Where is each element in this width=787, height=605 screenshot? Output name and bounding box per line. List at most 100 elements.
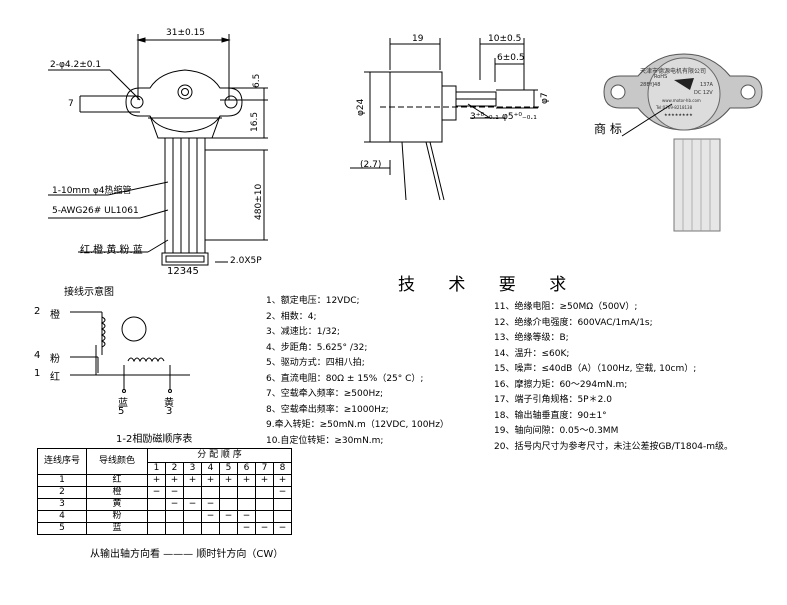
step-cell: [273, 510, 292, 523]
spec-item: 11、绝缘电阻：≥50MΩ（500V）;: [494, 302, 638, 312]
spec-item: 17、端子引角规格：5P＊2.0: [494, 395, 612, 405]
wiring-diagram: [70, 311, 190, 393]
seq-cell: 5: [37, 522, 87, 535]
spec-item: 8、空载牵出频率：≥1000Hz;: [266, 404, 389, 415]
step-cell: [273, 498, 292, 511]
dim-2-7: (2.7): [360, 160, 382, 170]
color-cell: 黄: [86, 498, 148, 511]
yellow-label: 黄: [164, 398, 174, 409]
step-cell: −: [183, 498, 202, 511]
color-cell: 粉: [86, 510, 148, 523]
step-cell: [183, 486, 202, 499]
spec-item: 20、括号内尺寸为参考尺寸，未注公差按GB/T1804-m级。: [494, 441, 734, 452]
color-cell: 红: [86, 474, 148, 487]
dim-6-5: 6.5: [252, 73, 262, 88]
spec-item: 6、直流电阻：80Ω ± 15%（25° C）;: [266, 373, 424, 384]
step-cell: −: [165, 498, 184, 511]
wiring-title: 接线示意图: [64, 287, 114, 298]
spec-item: 12、绝缘介电强度：600VAC/1mA/1s;: [494, 317, 653, 328]
step-cell: [165, 522, 184, 535]
photo-website: www.motor-hb.com: [662, 98, 701, 103]
pin4-color: 粉: [50, 354, 60, 365]
step-header: 8: [273, 462, 292, 475]
spec-item: 13、绝缘等级：B;: [494, 333, 569, 343]
dim-3: 3⁺⁰₋₀.₁: [470, 112, 499, 122]
spec-item: 10.自定位转矩：≥30mN.m;: [266, 435, 384, 446]
step-cell: [237, 498, 256, 511]
step-cell: +: [147, 474, 166, 487]
dim-7: 7: [68, 99, 74, 109]
pin1-num: 1: [34, 368, 41, 379]
pin-numbers: 12345: [167, 266, 199, 277]
photo-brand: 天津市德源电机有限公司: [640, 68, 707, 75]
photo-tel: Tel:0769-8218138: [656, 105, 693, 110]
step-cell: +: [201, 474, 220, 487]
spec-title: 技 术 要 求: [398, 275, 581, 295]
spec-item: 15、噪声：≤40dB（A）（100Hz, 空载, 10cm）;: [494, 364, 697, 374]
step-cell: −: [219, 510, 238, 523]
step-cell: −: [165, 486, 184, 499]
photo-voltage: DC 12V: [694, 90, 713, 96]
spec-item: 7、空载牵入频率：≥500Hz;: [266, 389, 383, 399]
step-header: 4: [201, 462, 220, 475]
spec-item: 3、减速比：1/32;: [266, 327, 340, 337]
step-cell: +: [255, 474, 274, 487]
photo-code: 137A: [700, 82, 713, 88]
step-cell: +: [183, 474, 202, 487]
spec-item: 9.牵入转矩：≥50mN.m（12VDC, 100Hz）: [266, 420, 449, 430]
step-cell: [219, 486, 238, 499]
step-cell: [165, 510, 184, 523]
step-cell: −: [237, 510, 256, 523]
step-cell: −: [237, 522, 256, 535]
spec-item: 16、摩擦力矩：60～294mN.m;: [494, 379, 628, 390]
front-view-drawing: [48, 34, 268, 266]
spec-item: 19、轴向间隙：0.05～0.3MM: [494, 426, 619, 436]
step-header: 2: [165, 462, 184, 475]
pin2-num: 2: [34, 306, 41, 317]
step-cell: −: [201, 498, 220, 511]
step-cell: [255, 510, 274, 523]
step-header: 3: [183, 462, 202, 475]
spec-item: 14、温升：≤60K;: [494, 348, 570, 359]
dim-6: 6±0.5: [497, 53, 525, 63]
dim-10: 10±0.5: [488, 34, 522, 44]
photo-model: 28BYJ48: [640, 82, 661, 88]
dim-d7: φ7: [540, 92, 550, 104]
step-header: 6: [237, 462, 256, 475]
dim-width: 31±0.15: [166, 28, 206, 38]
trademark-leader: [621, 103, 673, 137]
wire-colors-label: 红.橙.黄.粉.蓝: [80, 245, 143, 256]
dim-19: 19: [412, 34, 424, 44]
pin2-color: 橙: [50, 310, 60, 321]
col-color-header: 导线颜色: [86, 448, 148, 475]
table-caption: 1-2相励磁顺序表: [116, 434, 193, 445]
step-cell: [201, 522, 220, 535]
spec-item: 2、相数：4;: [266, 311, 317, 322]
side-view-drawing: [350, 38, 540, 201]
spec-item: 1、额定电压：12VDC;: [266, 296, 360, 306]
dim-16-5: 16.5: [250, 111, 260, 132]
yellow-num: 3: [166, 406, 173, 417]
step-cell: −: [147, 486, 166, 499]
step-cell: −: [273, 522, 292, 535]
step-cell: [183, 510, 202, 523]
step-header: 5: [219, 462, 238, 475]
dim-hole: 2-φ4.2±0.1: [50, 60, 102, 70]
dim-d24: φ24: [356, 98, 366, 116]
pin1-color: 红: [50, 372, 60, 383]
seq-cell: 4: [37, 510, 87, 523]
step-cell: [147, 498, 166, 511]
spec-item: 18、输出轴垂直度：90±1°: [494, 410, 607, 421]
step-cell: +: [273, 474, 292, 487]
step-cell: −: [273, 486, 292, 499]
step-cell: [183, 522, 202, 535]
wire-spec-label: 5-AWG26# UL1061: [52, 206, 139, 216]
step-cell: −: [255, 522, 274, 535]
col-seq-header: 连线序号: [37, 448, 87, 475]
connector-label: 2.0X5P: [230, 256, 262, 266]
trademark-label: 商 标: [594, 122, 622, 136]
